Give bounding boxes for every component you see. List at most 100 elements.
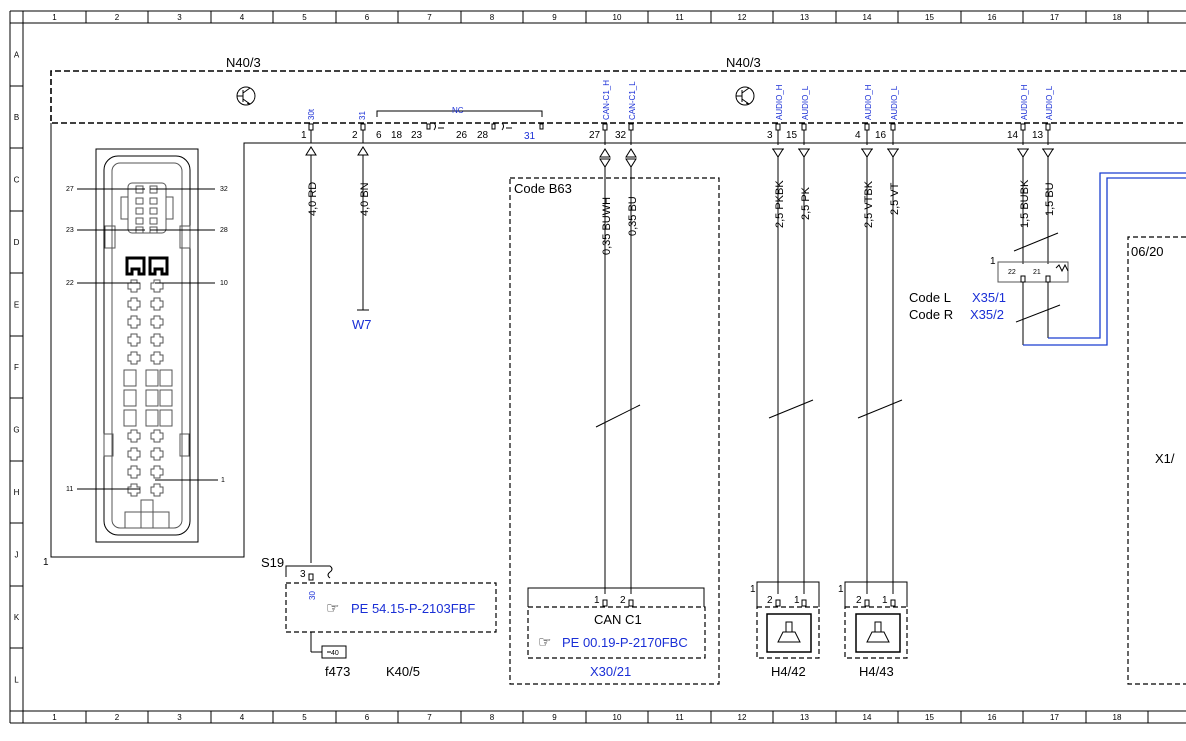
pin-label-audio-l: AUDIO_L — [801, 85, 810, 120]
connector-cavity — [127, 279, 141, 293]
frame — [9, 10, 1186, 724]
pin-label-audio-l: AUDIO_L — [1045, 85, 1054, 120]
pin-num-15: 15 — [786, 130, 798, 141]
pin-stub — [308, 123, 314, 131]
speaker-icon — [777, 621, 801, 643]
x1-label: X1/ — [1155, 451, 1175, 466]
speaker-ref: 1 — [750, 584, 756, 595]
nc-pin: 6 — [376, 130, 382, 141]
can-ref: PE 00.19-P-2170FBC — [562, 635, 688, 650]
connector-cavity — [150, 483, 164, 497]
grid-column-label: 5 — [302, 13, 307, 22]
can-group: Code B63 0,35 BUWH 0,35 BU 1 2 CAN C1 ☞ … — [509, 130, 720, 685]
nc-pin: 26 — [456, 130, 468, 141]
connector-cavity — [127, 315, 141, 329]
s19-pin-label: 30 — [308, 591, 317, 600]
connector-cavity — [127, 333, 141, 347]
nc-end-pin: 31 — [524, 131, 536, 142]
grid-column-label: 10 — [613, 13, 622, 22]
fuse-value: 40 — [331, 650, 339, 657]
x35-pin: 22 — [1008, 269, 1016, 276]
pin-num-13: 13 — [1032, 130, 1044, 141]
conn-pin-label: 32 — [220, 186, 228, 193]
grid-row-label: E — [14, 301, 19, 310]
wire-label-pkbk: 2,5 PKBK — [774, 180, 786, 228]
grid-column-label: 15 — [925, 713, 934, 722]
grid-column-label: 12 — [738, 713, 747, 722]
grid-column-label: 4 — [240, 713, 245, 722]
relay-label: K40/5 — [386, 664, 420, 679]
connector-cavity — [150, 429, 164, 443]
grid-column-label: 9 — [552, 13, 557, 22]
grid-column-label: 3 — [177, 13, 182, 22]
pin-num-3: 3 — [767, 130, 773, 141]
transistor-icon — [735, 86, 755, 106]
speaker-pin: 2 — [856, 595, 862, 606]
code-r-value: X35/2 — [970, 307, 1004, 322]
grid-row-label: D — [14, 238, 20, 247]
connector-cavity — [179, 433, 190, 457]
can-title: CAN C1 — [594, 612, 642, 627]
pin-label-audio-h: AUDIO_H — [775, 84, 784, 120]
grid-column-label: 14 — [863, 713, 872, 722]
connector-cavity — [159, 389, 173, 407]
speaker-h4-43-wires: 2,5 VTBK 2,5 VT — [857, 130, 903, 594]
pin-num-32: 32 — [615, 130, 627, 141]
grid-column-label: 1 — [52, 713, 57, 722]
wire-label-vt: 2,5 VT — [889, 182, 901, 215]
module-n40-3-box — [50, 70, 1186, 124]
wire-label-buwh: 0,35 BUWH — [601, 197, 613, 255]
pin-label-audio-h: AUDIO_H — [1020, 84, 1029, 120]
pin-num-1: 1 — [301, 130, 307, 141]
grid-row-label: F — [14, 363, 19, 372]
s19-box — [285, 582, 497, 633]
grid-column-label: 7 — [427, 713, 432, 722]
x35-pin: 21 — [1033, 269, 1041, 276]
pin-num-4: 4 — [855, 130, 861, 141]
code-b63-label: Code B63 — [514, 181, 572, 196]
grid-row-label: J — [15, 551, 19, 560]
conn-pin-label: 10 — [220, 280, 228, 287]
pin-num-2: 2 — [352, 130, 358, 141]
grid-column-label: 13 — [800, 713, 809, 722]
reference-hand-icon: ☞ — [326, 600, 339, 617]
connector-cavity — [123, 369, 137, 387]
grid-column-label: 15 — [925, 13, 934, 22]
connector-cavity — [145, 389, 159, 407]
audio-14-13-wires: 1,5 BUBK 1,5 BU 1 22 21 Code L X35/1 Cod… — [909, 130, 1069, 345]
connector-cavity — [150, 351, 164, 365]
connector-cavity — [123, 409, 137, 427]
grid-column-label: 2 — [115, 13, 120, 22]
nc-label: NC — [452, 106, 464, 115]
grid-row-label: L — [14, 676, 19, 685]
speaker-label: H4/43 — [859, 664, 894, 679]
speaker-h4-42: 1 2 1 H4/42 — [750, 581, 820, 679]
code-r-label: Code R — [909, 307, 953, 322]
grid-column-label: 9 — [552, 713, 557, 722]
grid-column-label: 8 — [490, 13, 495, 22]
connector-cavity — [127, 483, 141, 497]
grid-row-label: G — [13, 426, 19, 435]
grid-column-label: 2 — [115, 713, 120, 722]
transistor-icon — [236, 86, 256, 106]
s19-label: S19 — [261, 555, 284, 570]
grid-column-label: 6 — [365, 13, 370, 22]
pin-num-27: 27 — [589, 130, 601, 141]
speaker-ref: 1 — [838, 584, 844, 595]
wire-label-rd: 4,0 RD — [307, 182, 319, 216]
speaker-pin: 1 — [882, 595, 888, 606]
s19-group: S19 3 30 ☞ PE 54.15-P-2103FBF 40 f473 K4… — [261, 555, 497, 679]
conn-pin-label: 27 — [66, 186, 74, 193]
s19-pin: 3 — [300, 569, 306, 580]
speaker-pin: 1 — [794, 595, 800, 606]
wire-bn: 4,0 BN W7 — [352, 130, 372, 332]
wire-rd: 4,0 RD — [305, 130, 319, 563]
connector-cavity — [145, 409, 159, 427]
wire-label-pk: 2,5 PK — [800, 186, 812, 220]
code-b63-box — [509, 177, 720, 685]
grid-column-label: 11 — [675, 13, 684, 22]
grid-column-label: 18 — [1113, 13, 1122, 22]
